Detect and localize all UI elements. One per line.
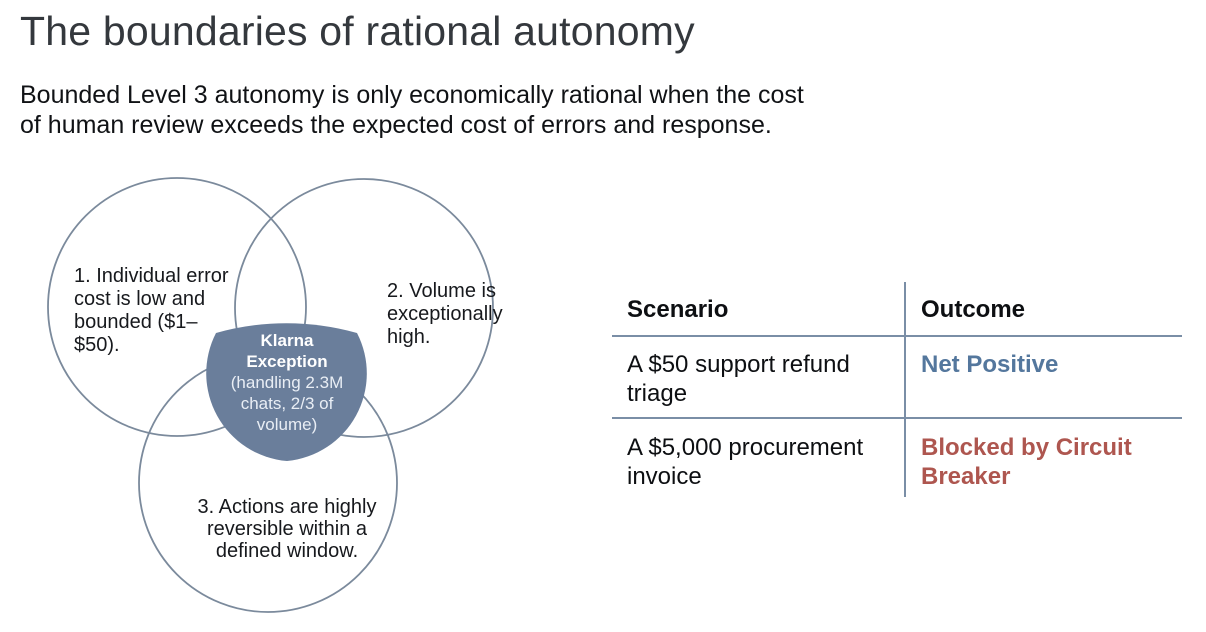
column-divider-line <box>904 282 906 497</box>
table-row-1-scenario-cell: A $50 support refund triage <box>627 351 850 407</box>
venn-circle-top-left <box>47 177 307 437</box>
venn-label-circle-2: 2. Volume is exceptionally high. <box>387 280 503 348</box>
venn-label-circle-1: 1. Individual error cost is low and boun… <box>74 265 229 356</box>
venn-center-detail: (handling 2.3M chats, 2/3 of volume) <box>230 373 344 434</box>
table-row-2-scenario-cell: A $5,000 procurement invoice <box>627 434 864 490</box>
venn-label-circle-3: 3. Actions are highly reversible within … <box>197 496 377 562</box>
subtitle-line-1: Bounded Level 3 autonomy is only economi… <box>20 81 804 109</box>
column-header-scenario: Scenario <box>627 296 729 323</box>
row-divider-line <box>612 417 1182 419</box>
venn-center-intersection-shape <box>206 323 367 461</box>
table-row-1-outcome-cell: Net Positive <box>921 351 1059 378</box>
venn-center-label: Klarna Exception (handling 2.3M chats, 2… <box>221 330 353 435</box>
venn-center-title: Klarna Exception <box>246 331 328 371</box>
table-row-2-outcome-cell: Blocked by Circuit Breaker <box>921 434 1132 490</box>
header-divider-line <box>612 335 1182 337</box>
subtitle-line-2: of human review exceeds the expected cos… <box>20 111 772 139</box>
venn-circle-top-right <box>234 178 494 438</box>
column-header-outcome: Outcome <box>921 296 1026 323</box>
page-title: The boundaries of rational autonomy <box>20 8 695 54</box>
